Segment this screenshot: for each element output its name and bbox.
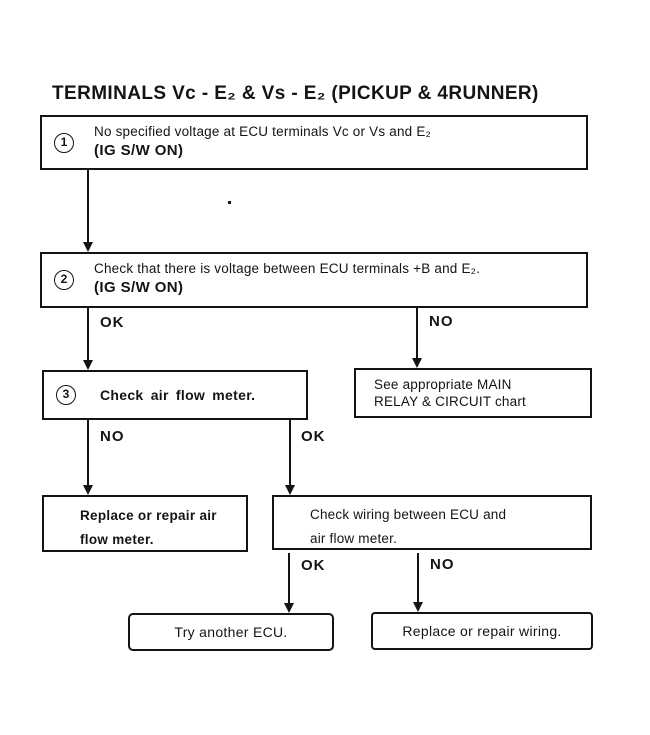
- page-title: TERMINALS Vc - E₂ & Vs - E₂ (PICKUP & 4R…: [52, 82, 539, 104]
- branch-label-no: NO: [429, 313, 454, 330]
- scan-speck: [228, 201, 231, 204]
- step2-text: Check that there is voltage between ECU …: [94, 254, 586, 296]
- main-relay-line1: See appropriate MAIN: [374, 377, 512, 392]
- check-wiring-line2: air flow meter.: [310, 531, 398, 546]
- main-relay-box: See appropriate MAIN RELAY & CIRCUIT cha…: [354, 368, 592, 418]
- step1-line2: (IG S/W ON): [94, 142, 184, 159]
- step2-line2: (IG S/W ON): [94, 279, 184, 296]
- step1-box: 1 No specified voltage at ECU terminals …: [40, 115, 588, 170]
- replace-meter-line2: flow meter.: [80, 532, 154, 547]
- step3-label: Check air flow meter.: [100, 387, 256, 403]
- arrow-step3-ok: [285, 420, 295, 495]
- arrow-step3-no: [83, 420, 93, 495]
- step2-box: 2 Check that there is voltage between EC…: [40, 252, 588, 308]
- step1-number-circle: 1: [54, 132, 74, 153]
- replace-meter-box: Replace or repair air flow meter.: [42, 495, 248, 552]
- replace-meter-line1: Replace or repair air: [80, 508, 217, 523]
- branch-label-no: NO: [430, 556, 455, 573]
- step3-number-circle: 3: [56, 385, 76, 405]
- step3-box: 3 Check air flow meter.: [42, 370, 308, 420]
- arrow-wiring-ok: [284, 553, 294, 613]
- step1-text: No specified voltage at ECU terminals Vc…: [94, 117, 586, 159]
- step2-number-circle: 2: [54, 270, 74, 290]
- arrow-wiring-no: [413, 553, 423, 612]
- replace-wiring-label: Replace or repair wiring.: [402, 623, 562, 639]
- replace-wiring-box: Replace or repair wiring.: [371, 612, 593, 650]
- check-wiring-box: Check wiring between ECU and air flow me…: [272, 495, 592, 550]
- check-wiring-line1: Check wiring between ECU and: [310, 507, 507, 522]
- step3-text: Check air flow meter.: [100, 387, 255, 403]
- branch-label-ok: OK: [301, 557, 326, 574]
- step1-line1: No specified voltage at ECU terminals Vc…: [94, 124, 431, 139]
- arrow-step1-to-step2: [83, 170, 93, 252]
- arrow-step2-ok: [83, 308, 93, 370]
- branch-label-no: NO: [100, 428, 125, 445]
- branch-label-ok: OK: [100, 314, 125, 331]
- try-ecu-box: Try another ECU.: [128, 613, 334, 651]
- try-ecu-label: Try another ECU.: [174, 624, 288, 640]
- arrow-step2-no: [412, 308, 422, 368]
- branch-label-ok: OK: [301, 428, 326, 445]
- main-relay-line2: RELAY & CIRCUIT chart: [374, 394, 526, 409]
- step2-line1: Check that there is voltage between ECU …: [94, 261, 481, 276]
